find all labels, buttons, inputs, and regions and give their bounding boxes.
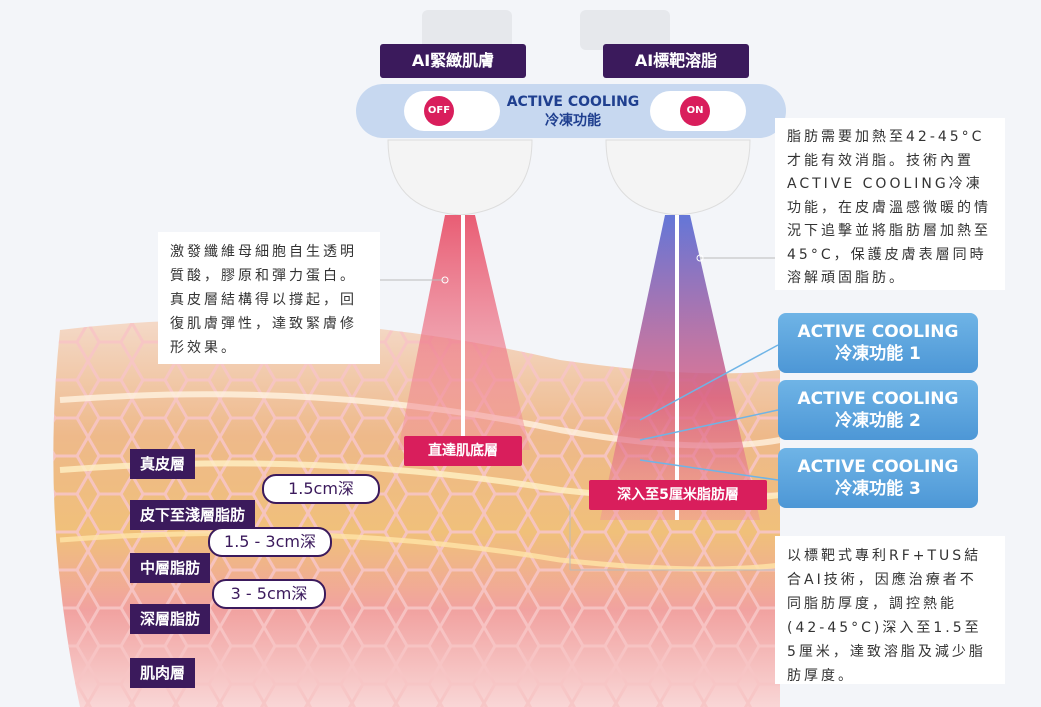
layer-subcutaneous: 皮下至淺層脂肪 (130, 500, 256, 530)
depth-1-5cm: 1.5cm深 (262, 474, 380, 504)
cooling-switch-label: ACTIVE COOLING 冷凍功能 (498, 93, 648, 131)
ai-fat-target-title: AI標靶溶脂 (603, 44, 749, 78)
layer-deep-fat: 深層脂肪 (130, 604, 211, 634)
firming-description: 激發纖維母細胞自生透明質酸，膠原和彈力蛋白。真皮層結構得以撐起，回復肌膚彈性，達… (158, 232, 380, 364)
layer-dermis: 真皮層 (130, 449, 196, 479)
cooling-label-zh: 冷凍功能 (545, 113, 601, 129)
depth-1-5-3cm: 1.5 - 3cm深 (208, 527, 332, 557)
cooling-2-en: ACTIVE COOLING (797, 389, 959, 409)
on-switch[interactable]: ON (680, 96, 710, 126)
fat-heating-description: 脂肪需要加熱至42-45°C才能有效消脂。技術內置ACTIVE COOLING冷… (775, 118, 1005, 290)
cooling-1-en: ACTIVE COOLING (797, 322, 959, 342)
cooling-button-1[interactable]: ACTIVE COOLING 冷凍功能 1 (778, 313, 978, 373)
cooling-3-en: ACTIVE COOLING (797, 457, 959, 477)
depth-3-5cm: 3 - 5cm深 (212, 579, 326, 609)
cooling-1-zh: 冷凍功能 1 (835, 344, 921, 364)
ai-firming-title: AI緊緻肌膚 (380, 44, 526, 78)
beam-label-left: 直達肌底層 (404, 436, 522, 466)
layer-muscle: 肌肉層 (130, 658, 196, 688)
rf-tus-description: 以標靶式專利RF+TUS結合AI技術，因應治療者不同脂肪厚度，調控熱能(42-4… (775, 536, 1005, 684)
cooling-2-zh: 冷凍功能 2 (835, 411, 921, 431)
layer-middle-fat: 中層脂肪 (130, 553, 211, 583)
beam-label-right: 深入至5厘米脂肪層 (589, 480, 767, 510)
cooling-3-zh: 冷凍功能 3 (835, 479, 921, 499)
cooling-button-3[interactable]: ACTIVE COOLING 冷凍功能 3 (778, 448, 978, 508)
cooling-button-2[interactable]: ACTIVE COOLING 冷凍功能 2 (778, 380, 978, 440)
cooling-label-en: ACTIVE COOLING (506, 94, 640, 110)
off-switch[interactable]: OFF (424, 96, 454, 126)
